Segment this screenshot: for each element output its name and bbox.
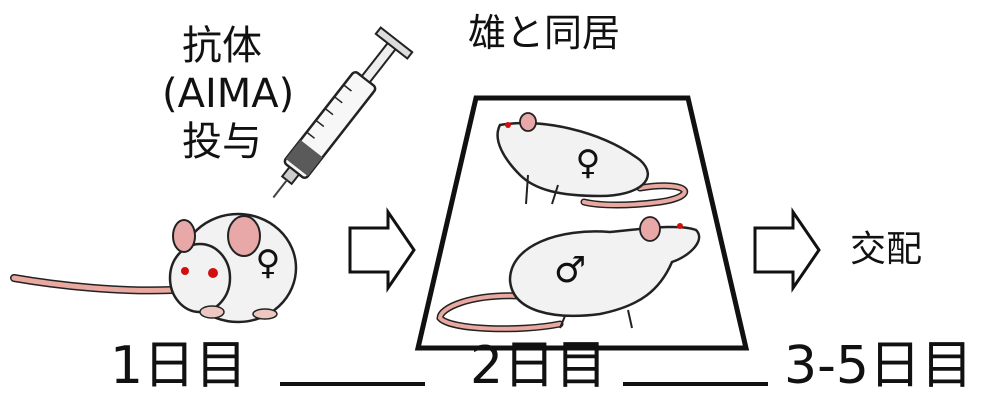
timeline-day2: 2日目 xyxy=(470,340,607,392)
timeline-connector xyxy=(280,382,425,386)
arrow-right-icon xyxy=(350,212,414,288)
step1-line2: (AIMA) xyxy=(162,70,282,118)
male-symbol: ♂ xyxy=(554,250,586,291)
mating-label: 交配 xyxy=(850,232,922,268)
timeline-day1: 1日目 xyxy=(110,340,247,392)
timeline-connector xyxy=(623,382,768,386)
step1-line3: 投与 xyxy=(162,118,282,166)
arrow-right-icon xyxy=(755,212,819,288)
cohabitation-label: 雄と同居 xyxy=(468,14,620,52)
mouse-injected xyxy=(14,214,296,322)
timeline-day3: 3-5日目 xyxy=(784,340,973,392)
female-symbol: ♀ xyxy=(576,143,601,183)
female-symbol: ♀ xyxy=(256,243,281,283)
antibody-administration-label: 抗体 (AIMA) 投与 xyxy=(162,22,282,166)
step1-line1: 抗体 xyxy=(162,22,282,70)
